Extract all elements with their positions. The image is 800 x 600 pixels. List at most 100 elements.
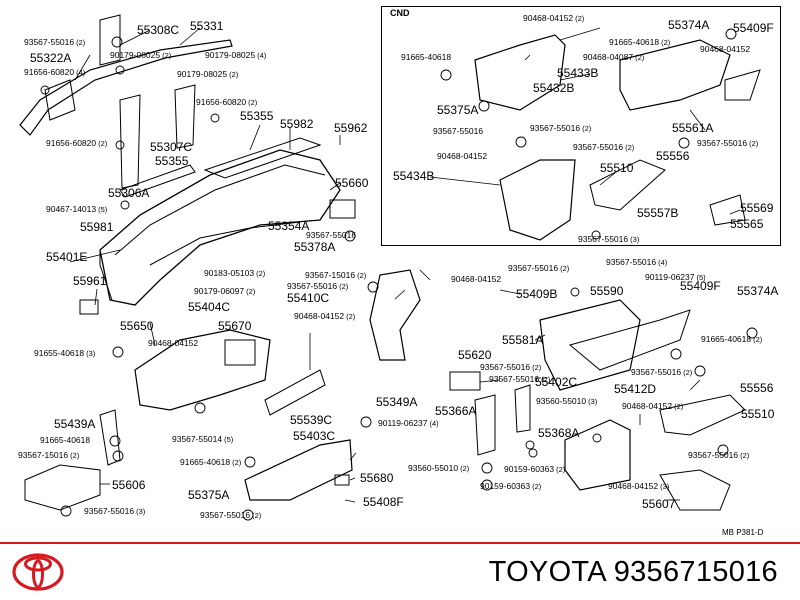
inset-label: CND (390, 8, 410, 18)
part-label: 55331 (190, 19, 224, 33)
part-label: 93567-55016(2) (489, 374, 551, 384)
part-label: 93560-55010(2) (408, 463, 470, 473)
part-label: 91656-60820(4) (24, 67, 86, 77)
part-label: 55433B (557, 66, 599, 80)
part-label: 90468-04152 (700, 44, 751, 54)
part-label: 55355 (155, 154, 189, 168)
glove-box-drawing (369, 269, 746, 511)
part-label: 90179-08025(2) (177, 69, 239, 79)
diagram-drawing (19, 14, 761, 521)
part-label: 55606 (112, 478, 146, 492)
part-label: 55510 (741, 407, 775, 421)
cnd-inset-box (381, 6, 781, 246)
part-label: 55556 (740, 381, 774, 395)
part-label: 55982 (280, 117, 314, 131)
part-label: 93567-55016 (433, 126, 484, 136)
part-label: 55401E (46, 250, 88, 264)
part-number: 9356715016 (613, 556, 778, 588)
part-label: 93567-55016(3) (578, 234, 640, 244)
footer-divider (0, 542, 800, 544)
part-label: 55378A (294, 240, 336, 254)
fastener-symbols (40, 28, 758, 521)
part-label: 55510 (600, 161, 634, 175)
part-label: 90468-04152 (148, 338, 199, 348)
part-label: 91656-60820(2) (196, 97, 258, 107)
part-label: 93567-55016(4) (606, 257, 668, 267)
part-label: 55374A (737, 284, 779, 298)
part-label: 55539C (290, 413, 333, 427)
part-label: 55650 (120, 319, 154, 333)
reinforcement-drawing (19, 14, 233, 189)
part-label: 93567-55016(2) (200, 510, 262, 520)
part-label: 93567-55016(2) (631, 367, 693, 377)
part-label: 55402C (535, 375, 578, 389)
part-label: 55680 (360, 471, 394, 485)
part-label: 55561A (672, 121, 714, 135)
part-label: 55439A (54, 417, 96, 431)
part-label: 93560-55010(3) (536, 396, 598, 406)
part-label: 55354A (268, 219, 310, 233)
part-label: 93567-55014(5) (172, 434, 234, 444)
part-label: 55368A (538, 426, 580, 440)
part-label: 55670 (218, 319, 252, 333)
part-label: 55308C (137, 23, 180, 37)
part-label: 55557B (637, 206, 679, 220)
part-label: 90468-04152 (451, 274, 502, 284)
part-label: 93567-55016 (306, 230, 357, 240)
part-label: 55409F (733, 21, 774, 35)
part-label: 55981 (80, 220, 114, 234)
part-label: 55349A (376, 395, 418, 409)
leader-lines (69, 27, 741, 503)
part-label: 90468-04152(2) (622, 401, 684, 411)
lower-panels-drawing (24, 299, 481, 511)
part-label: 55590 (590, 284, 624, 298)
part-label: 91665-40618(2) (180, 457, 242, 467)
part-label: 91665-40618 (40, 435, 91, 445)
part-label: 55432B (533, 81, 575, 95)
part-label: 55408F (363, 495, 404, 509)
part-label: 90179-06097(2) (194, 286, 256, 296)
part-label: 55366A (435, 404, 477, 418)
part-label: 91655-40618(3) (34, 348, 96, 358)
part-label: 55565 (730, 217, 764, 231)
part-label: 55375A (437, 103, 479, 117)
part-label: 93567-55016(2) (697, 138, 759, 148)
part-label: 55410C (287, 291, 330, 305)
part-label: 90468-04152 (437, 151, 488, 161)
part-label: 90468-04152(3) (608, 481, 670, 491)
part-label: 90119-06237(5) (645, 272, 706, 282)
part-label: 55434B (393, 169, 435, 183)
part-label: 55961 (73, 274, 107, 288)
part-label: 55569 (740, 201, 774, 215)
part-label: 55556 (656, 149, 690, 163)
part-label: 55620 (458, 348, 492, 362)
dashboard-panel-drawing (99, 137, 356, 306)
part-label: 91665-40618(2) (701, 334, 763, 344)
part-label: 55375A (188, 488, 230, 502)
part-label: 55374A (668, 18, 710, 32)
part-label: 90159-60363(2) (480, 481, 542, 491)
part-label: 55404C (188, 300, 231, 314)
part-label: 91665-40618(2) (609, 37, 671, 47)
part-label: 93567-55016(2) (530, 123, 592, 133)
part-label: 91665-40618 (401, 52, 452, 62)
part-label: 90179-08025(2) (110, 50, 172, 60)
part-label: 93567-55016(2) (573, 142, 635, 152)
part-label: 93567-15016(2) (18, 450, 80, 460)
part-label: 55355 (240, 109, 274, 123)
part-label: 55403C (293, 429, 336, 443)
part-label: 93567-55016(2) (688, 450, 750, 460)
part-label: 93567-55016(2) (24, 37, 86, 47)
part-label: 55409F (680, 279, 721, 293)
part-label: 93567-15016(2) (305, 270, 367, 280)
part-label: 55322A (30, 51, 72, 65)
part-label: 55607 (642, 497, 676, 511)
part-label: 93567-55016(2) (480, 362, 542, 372)
part-label: 55307C (150, 140, 193, 154)
part-label: 93567-55016(2) (508, 263, 570, 273)
part-label: 90468-04152(2) (523, 13, 585, 23)
part-label: 90119-06237(4) (378, 418, 439, 428)
drawing-code: MB P381-D (722, 528, 764, 537)
part-title: TOYOTA 9356715016 (489, 556, 778, 589)
part-label: 55660 (335, 176, 369, 190)
